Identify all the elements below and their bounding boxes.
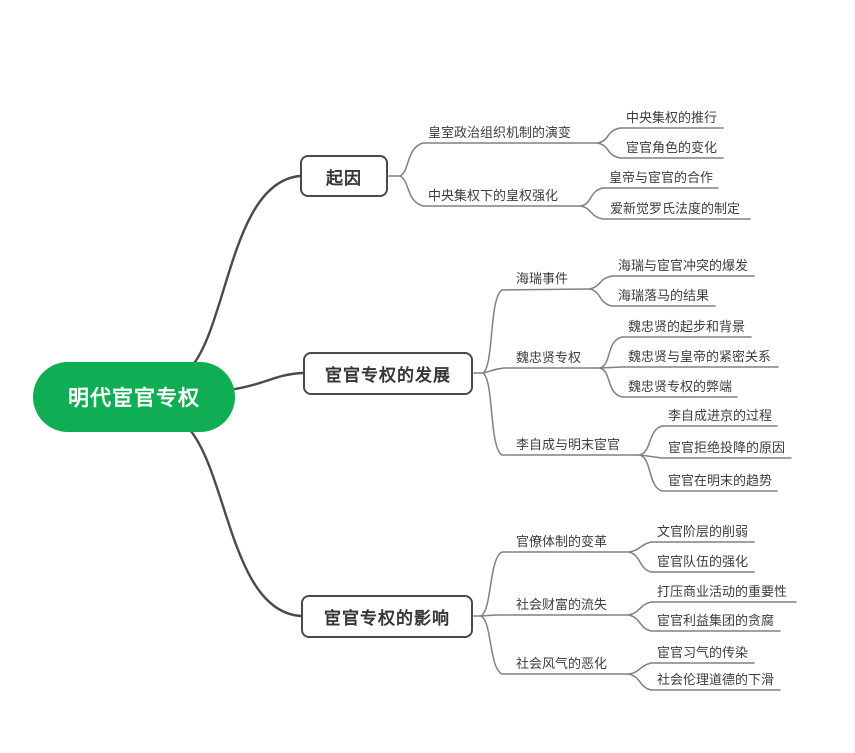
root-branch-connectors [188,174,305,618]
leaf-topic[interactable]: 爱新觉罗氏法度的制定 [610,201,741,216]
leaf-topic[interactable]: 海瑞与宦官冲突的爆发 [618,258,749,273]
leaf-topic[interactable]: 文官阶层的削弱 [657,524,749,539]
leaf-topic[interactable]: 海瑞落马的结果 [618,288,710,303]
leaf-topic[interactable]: 宦官拒绝投降的原因 [668,440,786,455]
leaf-topic[interactable]: 魏忠贤专权的弊端 [628,379,733,394]
subtopic[interactable]: 魏忠贤专权 [516,350,582,365]
subtopic[interactable]: 中央集权下的皇权强化 [428,188,559,203]
leaf-topic[interactable]: 魏忠贤与皇帝的紧密关系 [628,349,772,364]
leaf-topic[interactable]: 宦官利益集团的贪腐 [657,613,775,628]
leaf-topic[interactable]: 李自成进京的过程 [668,408,773,423]
branch-topic-cause[interactable]: 起因 [300,155,388,197]
root-topic[interactable]: 明代宦官专权 [33,362,235,432]
branch-cause-connectors [388,127,751,220]
subtopic[interactable]: 海瑞事件 [516,271,569,286]
root-topic-label: 明代宦官专权 [68,387,200,410]
branch-topic-label: 起因 [326,168,362,188]
subtopic[interactable]: 社会风气的恶化 [516,656,608,671]
branch-topic-label: 宦官专权的影响 [324,609,450,628]
branch-develop-connectors [473,275,792,492]
leaf-topic[interactable]: 宦官在明末的趋势 [668,473,773,488]
leaf-topic[interactable]: 宦官队伍的强化 [657,554,749,569]
leaf-topic[interactable]: 中央集权的推行 [626,110,718,125]
branch-topic-develop[interactable]: 宦官专权的发展 [303,352,473,395]
subtopic[interactable]: 社会财富的流失 [516,597,608,612]
subtopic[interactable]: 皇室政治组织机制的演变 [428,125,572,140]
branch-topic-label: 宦官专权的发展 [325,366,451,385]
leaf-topic[interactable]: 宦官习气的传染 [657,645,749,660]
subtopic[interactable]: 李自成与明末宦官 [516,437,621,452]
leaf-topic[interactable]: 打压商业活动的重要性 [657,584,788,599]
leaf-topic[interactable]: 魏忠贤的起步和背景 [628,319,746,334]
leaf-topic[interactable]: 皇帝与宦官的合作 [609,170,714,185]
branch-impact-connectors [473,541,797,691]
leaf-topic[interactable]: 社会伦理道德的下滑 [657,672,775,687]
leaf-topic[interactable]: 宦官角色的变化 [626,140,718,155]
subtopic[interactable]: 官僚体制的变革 [516,534,608,549]
branch-topic-impact[interactable]: 宦官专权的影响 [301,595,473,638]
